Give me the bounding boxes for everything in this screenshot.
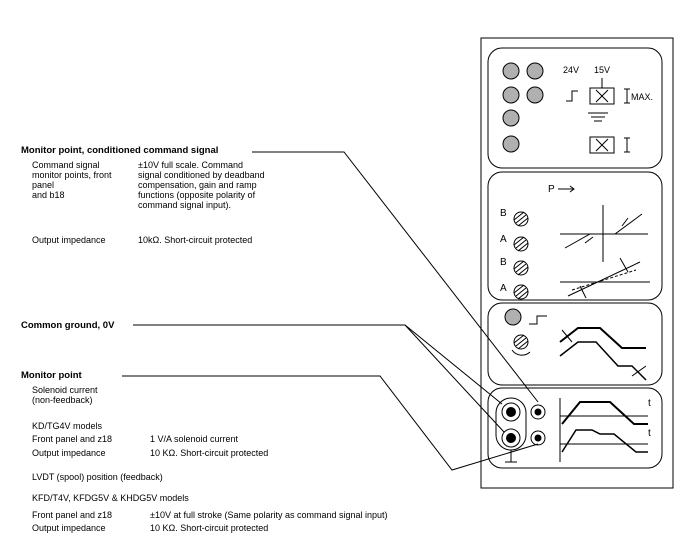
led-3 (502, 86, 520, 104)
kd-impedance-label: Output impedance (32, 448, 106, 458)
lvdt-title: LVDT (spool) position (feedback) (32, 472, 163, 482)
leader-common-ground-2 (404, 324, 505, 433)
label-p: P (548, 184, 555, 195)
led-6 (502, 135, 520, 153)
kfd-models-title: KFD/T4V, KFDG5V & KHDG5V models (32, 493, 189, 503)
label-max: MAX. (631, 92, 653, 102)
led-1 (502, 62, 520, 80)
desc-line: ±10V full scale. Command (138, 160, 243, 170)
kfd-front-label: Front panel and z18 (32, 510, 113, 520)
kfd-impedance-label: Output impedance (32, 523, 106, 533)
module-ramp (487, 302, 663, 386)
heading-common-ground: Common ground, 0V (21, 320, 115, 331)
panel-outline (480, 37, 674, 489)
heading-monitor-point: Monitor point (21, 370, 82, 381)
sub-line: Solenoid current (32, 385, 98, 395)
monitor-t-axis-2 (559, 428, 648, 462)
monitor-wave-2 (561, 429, 648, 453)
impedance-value-1: 10kΩ. Short-circuit protected (138, 235, 253, 245)
ramp-waveform-1 (559, 327, 646, 349)
kd-models-title: KD/TG4V models (32, 421, 103, 431)
led-2 (526, 62, 544, 80)
p-arrow-icon (558, 185, 575, 193)
desc-line: functions (opposite polarity of (138, 190, 256, 200)
label-b-1: B (500, 208, 507, 219)
solenoid-cross-2 (595, 138, 609, 152)
step-icon (566, 90, 578, 102)
solenoid-icon-2 (589, 136, 615, 154)
current-bar-icon-1 (624, 88, 630, 104)
label-a-2: A (500, 283, 507, 294)
impedance-label-1: Output impedance (32, 235, 106, 245)
label-line: panel (32, 180, 55, 190)
label-line: monitor points, front (32, 170, 112, 180)
desc-line: command signal input). (138, 200, 232, 210)
ground-icon (588, 112, 608, 122)
led-4 (526, 86, 544, 104)
gain-line-2 (571, 269, 637, 291)
current-bar-icon-2 (624, 137, 630, 153)
label-15v: 15V (594, 65, 610, 75)
deadband-curve (564, 213, 643, 249)
leader-conditioned-command (252, 151, 539, 403)
heading-conditioned-command: Monitor point, conditioned command signa… (21, 145, 219, 156)
command-signal-desc: ±10V full scale. Command signal conditio… (138, 160, 265, 210)
kd-front-value: 1 V/A solenoid current (150, 434, 239, 444)
solenoid-cross-1 (595, 89, 609, 103)
monitor-t-axis-1 (559, 398, 648, 432)
leader-common-ground-1 (133, 324, 503, 405)
kfd-impedance-value: 10 KΩ. Short-circuit protected (150, 523, 269, 533)
sub-line: (non-feedback) (32, 395, 93, 405)
leader-monitor-point (122, 375, 539, 471)
module-leds (487, 47, 663, 169)
label-24v: 24V (563, 65, 579, 75)
ramp-led (504, 308, 522, 326)
solenoid-current-label: Solenoid current (non-feedback) (32, 385, 98, 405)
ramp-waveform-2 (559, 341, 647, 381)
label-t-1: t (648, 398, 651, 409)
kfd-front-value: ±10V at full stroke (Same polarity as co… (150, 510, 388, 520)
label-b-2: B (500, 257, 507, 268)
command-signal-label: Command signal monitor points, front pan… (32, 160, 112, 200)
desc-line: signal conditioned by deadband (138, 170, 265, 180)
label-t-2: t (648, 428, 651, 439)
desc-line: compensation, gain and ramp (138, 180, 257, 190)
kd-front-label: Front panel and z18 (32, 434, 113, 444)
label-line: and b18 (32, 190, 65, 200)
ramp-step-icon (529, 315, 547, 325)
label-a-1: A (500, 234, 507, 245)
label-line: Command signal (32, 160, 100, 170)
kd-impedance-value: 10 KΩ. Short-circuit protected (150, 448, 269, 458)
led-5 (502, 109, 520, 127)
module-potentiometers (487, 171, 663, 301)
ramp-rotate-arrow (511, 349, 531, 356)
gain-line-1 (567, 261, 641, 297)
module-monitor (487, 387, 663, 469)
monitor-wave-1 (561, 401, 648, 425)
